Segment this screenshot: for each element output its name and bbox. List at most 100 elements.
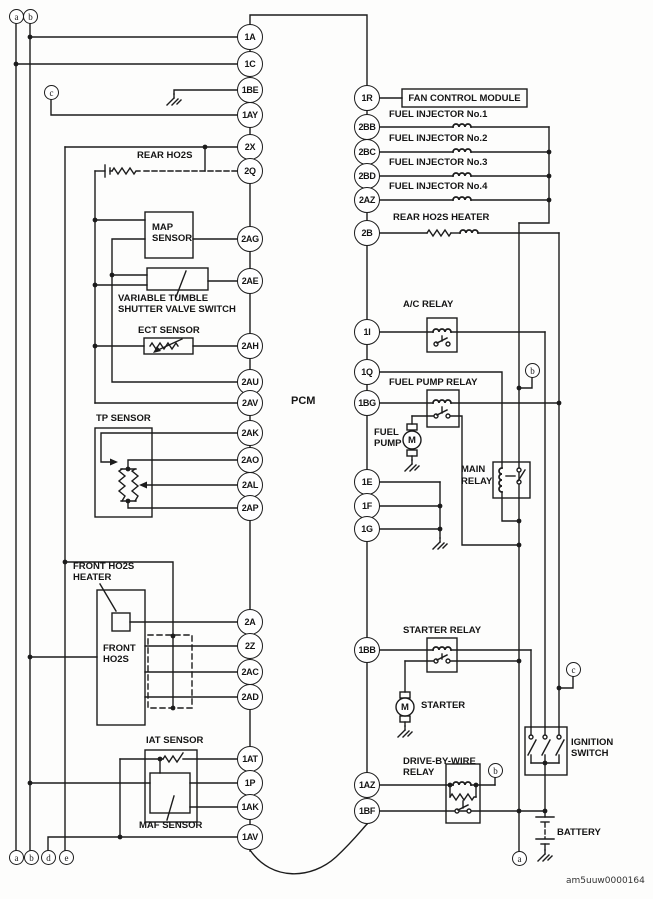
pcm-pin-2AL: 2AL — [237, 472, 263, 498]
pcm-pin-2AV: 2AV — [237, 390, 263, 416]
pcm-pin-1AK: 1AK — [237, 794, 263, 820]
ect-sensor-box — [143, 337, 194, 355]
pcm-pin-1AY: 1AY — [237, 102, 263, 128]
label-fuel-injector-1: FUEL INJECTOR No.1 — [389, 109, 488, 120]
pcm-pin-2B: 2B — [354, 220, 380, 246]
pcm-pin-1A: 1A — [237, 24, 263, 50]
label-ect-sensor: ECT SENSOR — [138, 325, 200, 336]
pcm-pin-1AV: 1AV — [237, 824, 263, 850]
connector-tag-e-bottom: e — [59, 850, 74, 865]
pcm-pin-2AP: 2AP — [237, 495, 263, 521]
label-front-ho2s-1: FRONT — [103, 643, 136, 654]
connector-tag-b-mid: b — [525, 363, 540, 378]
label-rear-ho2s-heater: REAR HO2S HEATER — [393, 212, 490, 223]
connector-tag-a-top: a — [9, 9, 24, 24]
pcm-pin-1AZ: 1AZ — [354, 772, 380, 798]
label-starter-relay: STARTER RELAY — [403, 625, 482, 636]
label-vtss-2: SHUTTER VALVE SWITCH — [118, 304, 236, 315]
label-ignition-switch-2: SWITCH — [571, 748, 609, 759]
label-ac-relay: A/C RELAY — [403, 299, 454, 310]
ignition-switch-internals — [527, 726, 565, 764]
left-harness-wires — [15, 22, 238, 851]
pcm-pin-1F: 1F — [354, 493, 380, 519]
front-ho2s-heater-element — [111, 612, 131, 632]
pcm-pin-1AT: 1AT — [237, 746, 263, 772]
label-battery: BATTERY — [557, 827, 601, 838]
connector-tag-c-left: c — [44, 85, 59, 100]
connector-tag-b-dbw: b — [488, 763, 503, 778]
label-fan-control-module: FAN CONTROL MODULE — [408, 92, 521, 104]
label-main-relay-1: MAIN — [461, 464, 486, 475]
pcm-pin-1P: 1P — [237, 770, 263, 796]
pcm-pin-2AD: 2AD — [237, 684, 263, 710]
connector-tag-b-top: b — [23, 9, 38, 24]
left-component-symbols — [94, 211, 209, 823]
tp-sensor-box — [94, 427, 153, 518]
label-fuel-pump-relay: FUEL PUMP RELAY — [389, 377, 478, 388]
label-front-ho2s-2: HO2S — [103, 654, 129, 665]
main-relay-box — [492, 461, 531, 499]
label-maf-sensor: MAF SENSOR — [139, 820, 203, 831]
map-sensor-box — [144, 211, 194, 259]
pcm-pin-1E: 1E — [354, 469, 380, 495]
pcm-pin-2BC: 2BC — [354, 139, 380, 165]
label-pcm: PCM — [291, 395, 316, 407]
ac-relay-box — [426, 317, 458, 353]
fuel-pump-motor — [402, 430, 422, 450]
junction-dots — [13, 34, 562, 840]
label-fuel-injector-4: FUEL INJECTOR No.4 — [389, 181, 488, 192]
starter-motor — [395, 697, 415, 717]
pcm-pin-2AO: 2AO — [237, 447, 263, 473]
pcm-pin-2BB: 2BB — [354, 114, 380, 140]
right-component-symbols — [395, 88, 568, 824]
label-dbw-relay-2: RELAY — [403, 767, 435, 778]
label-vtss-1: VARIABLE TUMBLE — [118, 293, 209, 304]
label-map-sensor-1: MAP — [152, 222, 174, 233]
label-tp-sensor: TP SENSOR — [96, 413, 151, 424]
label-starter: STARTER — [421, 700, 466, 711]
starter-relay-box — [426, 637, 458, 673]
connector-tag-d-bottom: d — [41, 850, 56, 865]
pcm-pin-1C: 1C — [237, 51, 263, 77]
connector-tag-c-right: c — [566, 662, 581, 677]
label-dbw-relay-1: DRIVE-BY-WIRE — [403, 756, 476, 767]
fan-control-module-box — [401, 88, 528, 108]
maf-sensor-box — [149, 772, 191, 814]
document-code: am5uuw0000164 — [566, 876, 645, 886]
pcm-pin-2Q: 2Q — [237, 158, 263, 184]
vtss-box — [146, 267, 209, 291]
fuel-pump-motor-letter: M — [408, 434, 416, 446]
pcm-pin-2AK: 2AK — [237, 420, 263, 446]
iat-sensor-box — [144, 749, 198, 823]
pcm-pin-1BE: 1BE — [237, 77, 263, 103]
pcm-pin-1BF: 1BF — [354, 798, 380, 824]
label-rear-ho2s: REAR HO2S — [137, 150, 193, 161]
label-iat-sensor: IAT SENSOR — [146, 735, 204, 746]
pcm-pin-2X: 2X — [237, 134, 263, 160]
connector-tag-a-bottom: a — [9, 850, 24, 865]
pcm-outline — [249, 14, 368, 875]
label-front-ho2s-heater-2: HEATER — [73, 572, 112, 583]
pcm-pin-2AC: 2AC — [237, 659, 263, 685]
connector-tag-a-right: a — [512, 851, 527, 866]
pcm-pin-2BD: 2BD — [354, 163, 380, 189]
pcm-pin-1BG: 1BG — [354, 390, 380, 416]
pcm-pin-1R: 1R — [354, 85, 380, 111]
pcm-pin-1Q: 1Q — [354, 359, 380, 385]
shield-box — [147, 634, 193, 709]
pcm-pin-2A: 2A — [237, 609, 263, 635]
ignition-switch-box — [524, 726, 568, 776]
connector-tag-b-bottom: b — [24, 850, 39, 865]
label-front-ho2s-heater-1: FRONT HO2S — [73, 561, 135, 572]
label-ignition-switch-1: IGNITION — [571, 737, 614, 748]
label-map-sensor-2: SENSOR — [152, 233, 193, 244]
pcm-pin-2Z: 2Z — [237, 633, 263, 659]
pcm-pin-1G: 1G — [354, 516, 380, 542]
label-fuel-pump-1: FUEL — [374, 427, 399, 438]
label-main-relay-2: RELAY — [461, 476, 493, 487]
right-harness-wires — [379, 97, 574, 852]
label-fuel-injector-2: FUEL INJECTOR No.2 — [389, 133, 488, 144]
pcm-pin-2AE: 2AE — [237, 268, 263, 294]
